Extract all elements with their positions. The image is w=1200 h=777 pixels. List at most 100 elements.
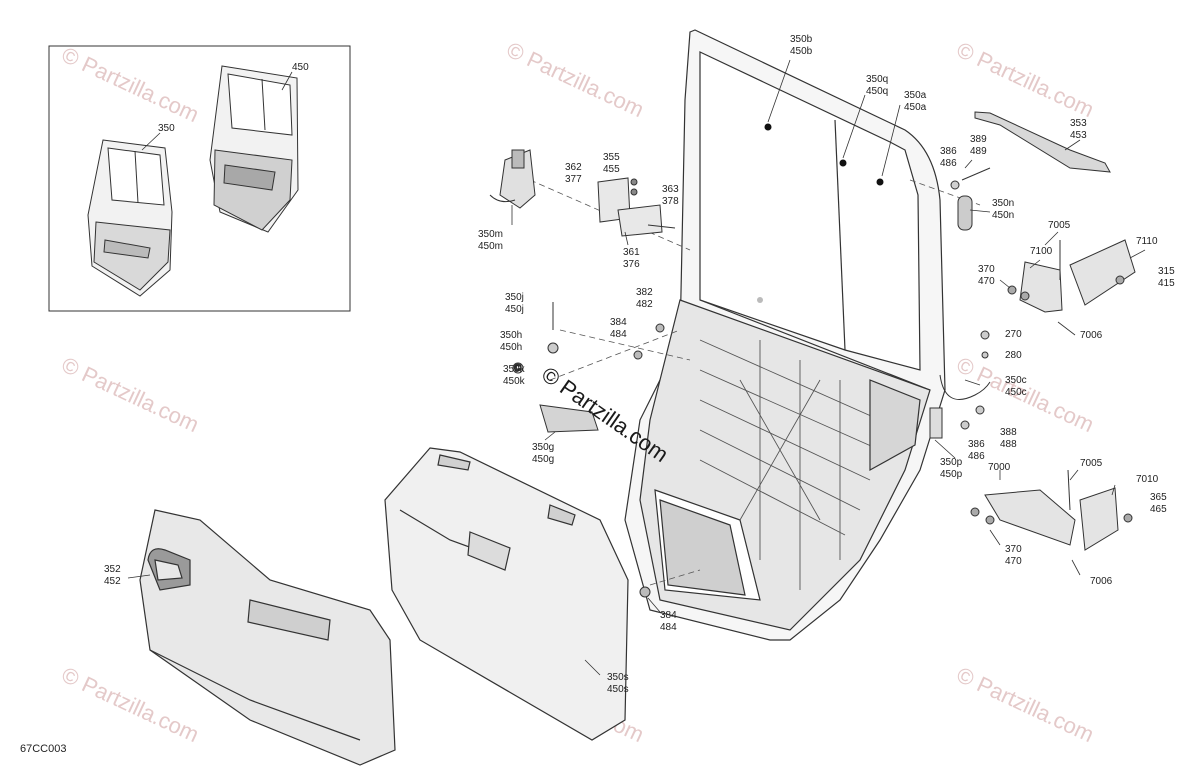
label-388: 388	[1000, 427, 1017, 438]
label-382: 382	[636, 287, 653, 298]
label-450q: 450q	[866, 86, 888, 97]
label-350j: 350j	[505, 292, 524, 303]
label-315: 315	[1158, 266, 1175, 277]
label-489: 489	[970, 146, 987, 157]
label-362: 362	[565, 162, 582, 173]
label-450k: 450k	[503, 376, 526, 387]
watermark: © Partzilla.com	[58, 662, 203, 747]
label-350k: 350k	[503, 364, 526, 375]
hinge-7100	[1007, 239, 1136, 313]
label-280: 280	[1005, 350, 1022, 361]
label-470-bottom: 470	[1005, 556, 1022, 567]
label-452: 452	[104, 576, 121, 587]
label-450h: 450h	[500, 342, 522, 353]
label-450c: 450c	[1005, 387, 1027, 398]
fasteners-350j: ©	[512, 302, 559, 375]
label-450g: 450g	[532, 454, 554, 465]
inset-door-350	[87, 139, 173, 297]
label-350g: 350g	[532, 442, 554, 453]
door-frame	[624, 29, 946, 641]
label-350h: 350h	[500, 330, 522, 341]
handle-350n	[957, 195, 973, 231]
label-386-top: 386	[940, 146, 957, 157]
label-389: 389	[970, 134, 987, 145]
label-377: 377	[565, 174, 582, 185]
label-7005-top: 7005	[1048, 220, 1071, 231]
copyright-mark: ©	[514, 363, 522, 374]
label-350b: 350b	[790, 34, 813, 45]
outer-panel-352	[139, 509, 396, 766]
label-7100: 7100	[1030, 246, 1053, 257]
label-370-top: 370	[978, 264, 995, 275]
label-488: 488	[1000, 439, 1017, 450]
latch-350m	[489, 149, 536, 209]
part-350p	[929, 407, 943, 439]
label-450n: 450n	[992, 210, 1014, 221]
label-350c: 350c	[1005, 375, 1027, 386]
label-486-top: 486	[940, 158, 957, 169]
cable-350c	[939, 330, 991, 430]
label-7110: 7110	[1136, 236, 1158, 247]
label-365: 365	[1150, 492, 1167, 503]
label-484-bottom: 484	[660, 622, 677, 633]
label-363: 363	[662, 184, 679, 195]
hardware-389	[950, 167, 991, 190]
label-350m: 350m	[478, 229, 503, 240]
label-384-bottom: 384	[660, 610, 677, 621]
inner-panel-350s	[384, 447, 629, 741]
label-7000: 7000	[988, 462, 1011, 473]
label-7005-bottom: 7005	[1080, 458, 1103, 469]
watermark: © Partzilla.com	[58, 42, 203, 127]
label-350q: 350q	[866, 74, 888, 85]
label-352: 352	[104, 564, 121, 575]
label-350n: 350n	[992, 198, 1014, 209]
label-450s: 450s	[607, 684, 629, 695]
label-450: 450	[292, 62, 309, 73]
label-450a: 450a	[904, 102, 927, 113]
watermark: © Partzilla.com	[953, 37, 1098, 122]
label-353: 353	[1070, 118, 1087, 129]
nuts	[633, 323, 665, 598]
label-350s: 350s	[607, 672, 629, 683]
label-384-top: 384	[610, 317, 627, 328]
label-450m: 450m	[478, 241, 503, 252]
diagram-code: 67CC003	[20, 743, 66, 755]
label-350: 350	[158, 123, 175, 134]
label-leaders	[127, 59, 1146, 676]
bracket-362	[597, 177, 676, 237]
bar-353	[974, 111, 1111, 173]
watermark: © Partzilla.com	[503, 37, 648, 122]
label-270: 270	[1005, 329, 1022, 340]
label-450p: 450p	[940, 469, 963, 480]
label-370-bottom: 370	[1005, 544, 1022, 555]
label-7010: 7010	[1136, 474, 1159, 485]
inset-door-450	[209, 65, 299, 233]
label-470-top: 470	[978, 276, 995, 287]
handle-350g	[539, 404, 599, 433]
label-415: 415	[1158, 278, 1175, 289]
label-376: 376	[623, 259, 640, 270]
label-350a: 350a	[904, 90, 927, 101]
overview-inset: 450 350	[48, 45, 351, 312]
label-455: 455	[603, 164, 620, 175]
watermark: © Partzilla.com	[953, 662, 1098, 747]
label-486-bottom: 486	[968, 451, 985, 462]
label-361: 361	[623, 247, 640, 258]
hinge-7000	[970, 469, 1133, 551]
label-7006-top: 7006	[1080, 330, 1103, 341]
label-450j: 450j	[505, 304, 524, 315]
label-450b: 450b	[790, 46, 813, 57]
label-482: 482	[636, 299, 653, 310]
label-378: 378	[662, 196, 679, 207]
label-350p: 350p	[940, 457, 963, 468]
label-7006-bottom: 7006	[1090, 576, 1113, 587]
watermark: © Partzilla.com	[58, 352, 203, 437]
label-453: 453	[1070, 130, 1087, 141]
label-484-top: 484	[610, 329, 627, 340]
label-465: 465	[1150, 504, 1167, 515]
part-labels: 350b 450b 350q 450q 350a 450a 353 453 38…	[104, 34, 1175, 695]
label-386-bottom: 386	[968, 439, 985, 450]
label-355: 355	[603, 152, 620, 163]
